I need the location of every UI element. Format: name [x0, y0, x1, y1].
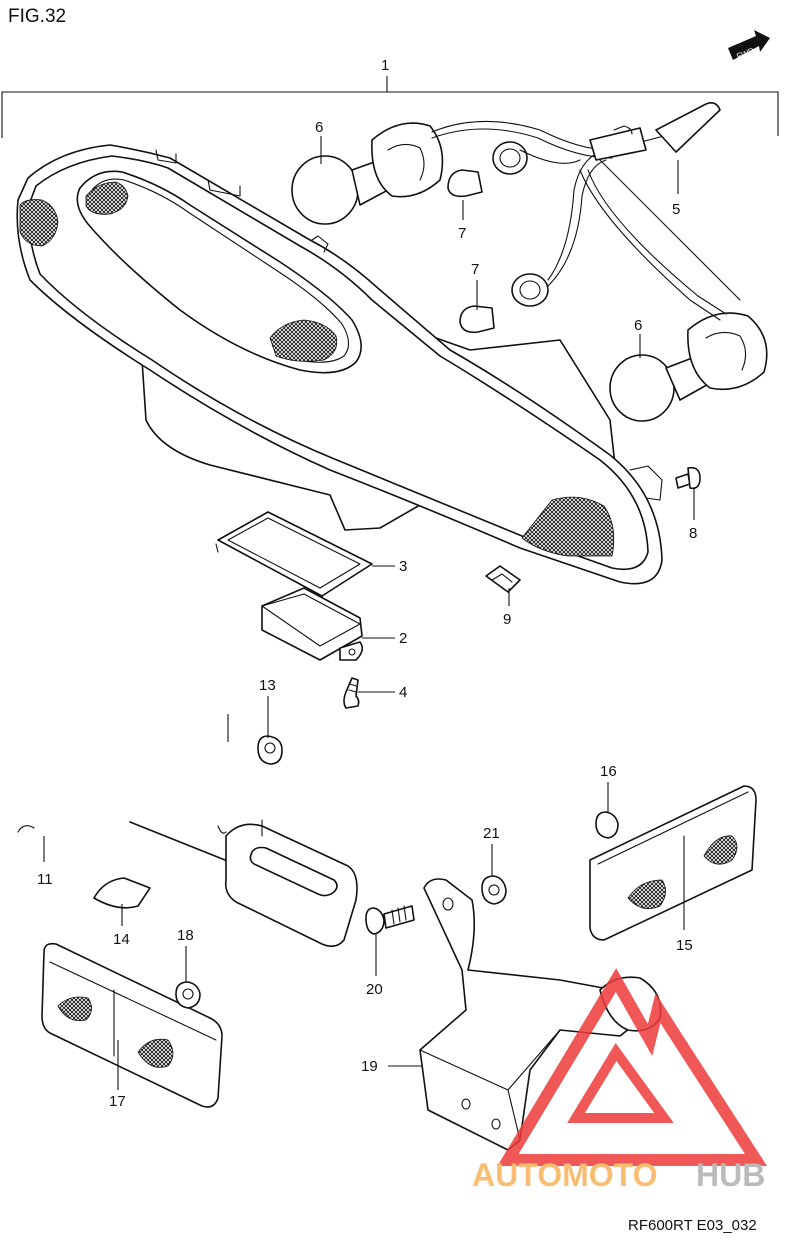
part-label-14[interactable]: 14: [113, 931, 130, 948]
reflector-nut-upper: [595, 811, 619, 839]
part-label-15[interactable]: 15: [676, 937, 693, 954]
part-label-7-upper[interactable]: 7: [458, 225, 466, 242]
bracket-bolt: [365, 905, 415, 935]
figure-title: FIG.32: [8, 6, 66, 27]
side-reflector-right: [589, 785, 757, 941]
clip-nut: [485, 565, 521, 593]
forward-arrow-icon: [728, 30, 770, 60]
side-reflector-left: [41, 942, 223, 1108]
part-label-8[interactable]: 8: [689, 525, 697, 542]
position-bulb-lower: [459, 273, 549, 334]
license-lamp-lens: [261, 587, 364, 661]
mount-nut: [227, 714, 283, 765]
part-label-20[interactable]: 20: [366, 981, 383, 998]
part-label-17[interactable]: 17: [109, 1093, 126, 1110]
number-plate-plate: [17, 819, 358, 948]
automotohub-watermark: AUTOMOTO HUB: [472, 968, 768, 1193]
part-label-11[interactable]: 11: [37, 871, 53, 888]
part-label-7-lower[interactable]: 7: [471, 261, 479, 278]
part-label-18[interactable]: 18: [177, 927, 194, 944]
part-label-9[interactable]: 9: [503, 611, 511, 628]
part-label-6-lower[interactable]: 6: [634, 317, 642, 334]
reflector-nut-lower: [175, 981, 201, 1009]
part-label-4[interactable]: 4: [399, 684, 407, 701]
part-number-labels: 1 6 7 5 7 6 8 3 9 2 13 4 16 21 11 15 14 …: [37, 57, 697, 1110]
license-lens-screw: [343, 677, 360, 709]
tail-lamp-bulb-upper: [291, 122, 444, 225]
tail-lamp-housing: [16, 144, 663, 585]
part-label-16[interactable]: 16: [600, 763, 617, 780]
forward-direction-badge: FWD: [728, 30, 770, 61]
housing-screw: [675, 466, 701, 490]
leader-lines: [117, 136, 695, 1090]
watermark-text-b: HUB: [696, 1157, 765, 1193]
figure-code: RF600RT E03_032: [628, 1217, 757, 1234]
tail-lamp-bulb-lower: [609, 312, 768, 422]
watermark-text-a: AUTOMOTO: [472, 1157, 657, 1193]
wiring-harness: [431, 102, 741, 321]
part-label-2[interactable]: 2: [399, 630, 407, 647]
part-label-3[interactable]: 3: [399, 558, 407, 575]
part-label-5[interactable]: 5: [672, 201, 680, 218]
cushion: [93, 877, 151, 909]
position-bulb-upper: [447, 141, 528, 198]
part-label-21[interactable]: 21: [483, 825, 500, 842]
assembly-bracket: [1, 76, 779, 138]
part-label-13[interactable]: 13: [259, 677, 276, 694]
part-label-19[interactable]: 19: [361, 1058, 378, 1075]
bracket-nut: [481, 875, 507, 905]
part-label-1[interactable]: 1: [381, 57, 389, 74]
part-label-6-upper[interactable]: 6: [315, 119, 323, 136]
